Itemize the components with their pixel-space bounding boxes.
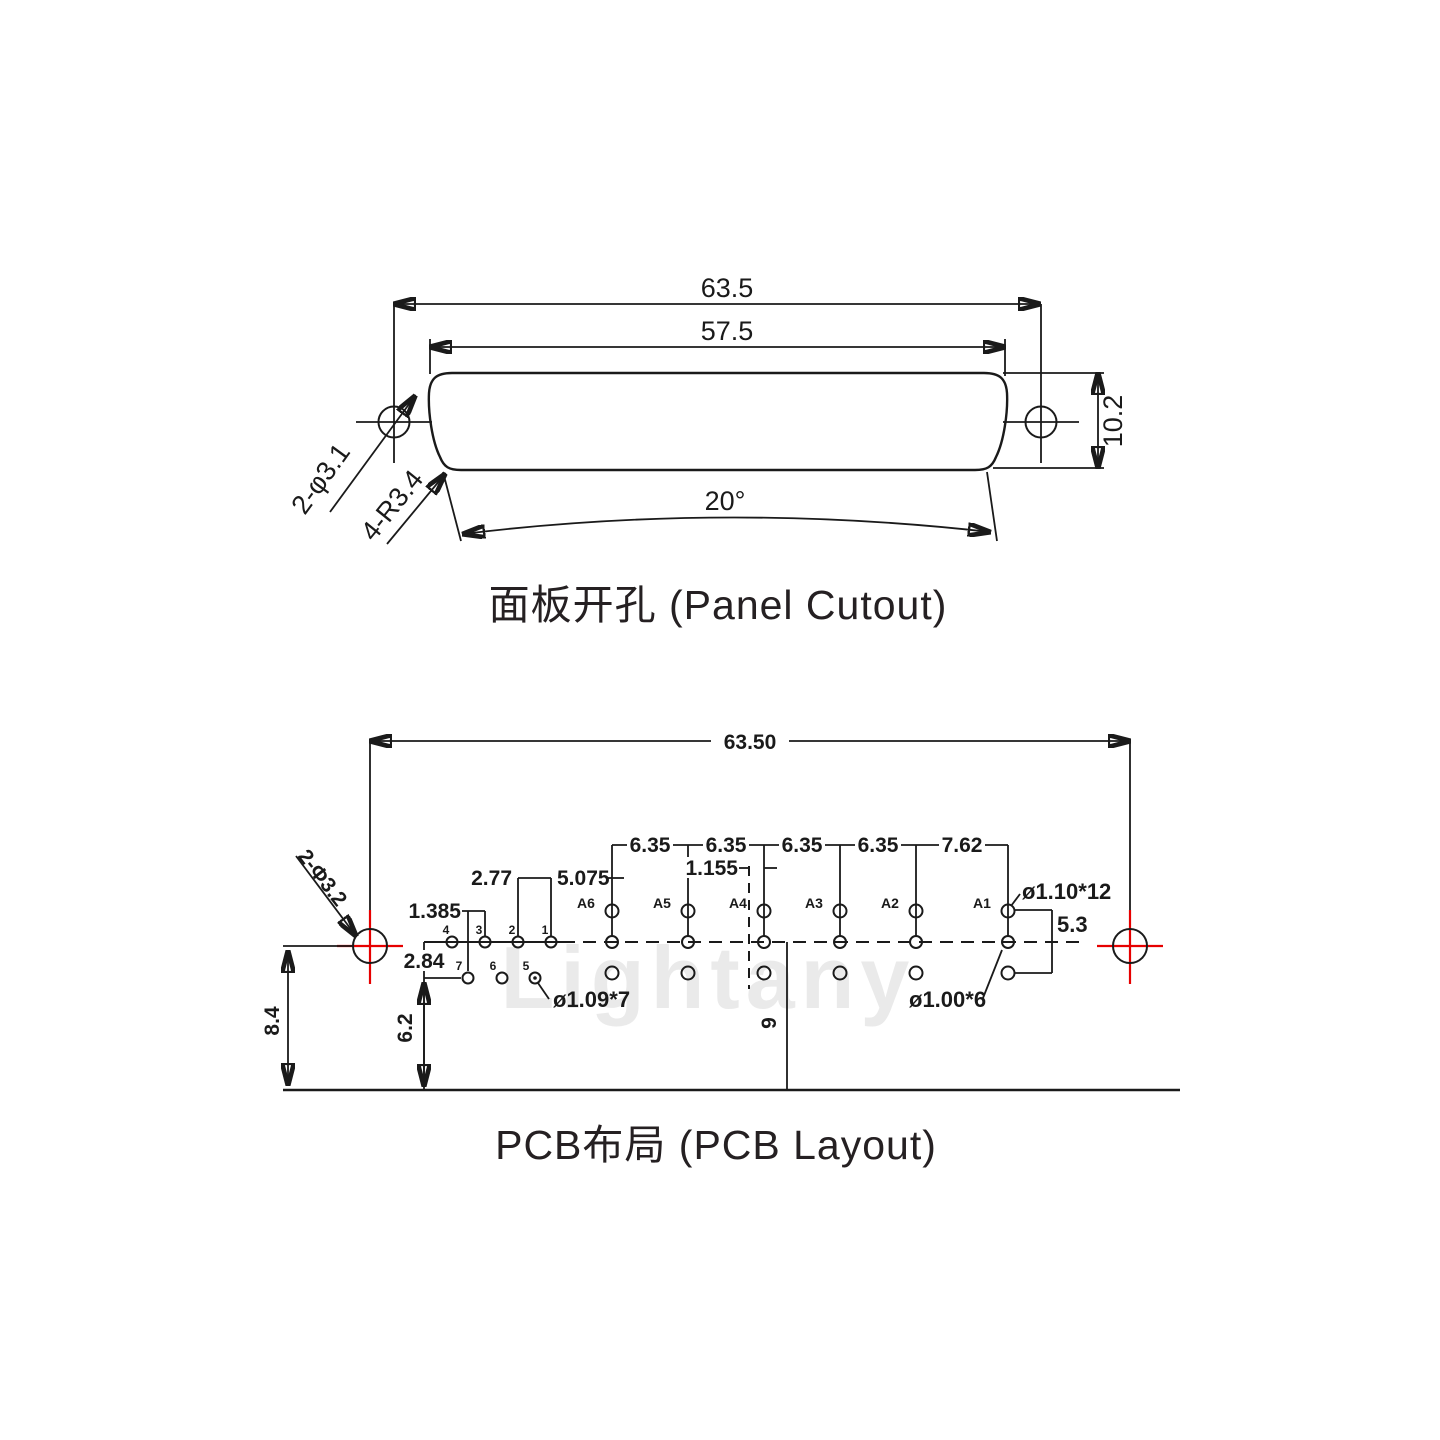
pcb-hole-right — [1097, 910, 1163, 984]
pcb-layout-view: Lightany 63.50 2-Φ3.2 — [261, 730, 1180, 1168]
dim-half-pitch: 1.385 — [408, 900, 486, 971]
callout-corner-radius: 4-R3.4 — [355, 464, 445, 546]
dim-height: 10.2 — [993, 373, 1128, 468]
dim-a-pitch-3: 6.35 — [782, 834, 823, 857]
mounting-hole-left-circle — [377, 405, 411, 439]
a6-bottom-pin — [604, 965, 620, 981]
pin-6 — [495, 971, 509, 985]
dim-row-spacing: 2.84 6.2 — [394, 942, 461, 1090]
callout-coax-center-holes-label: ø1.10*12 — [1022, 879, 1111, 904]
dim-centerline-offset: 1.155 — [685, 857, 777, 880]
callout-coax-ground-holes: ø1.00*6 — [909, 949, 1003, 1012]
a5-bottom-pin — [680, 965, 696, 981]
dim-pcb-width-value: 63.50 — [724, 731, 777, 754]
a6-label: A6 — [577, 895, 595, 911]
mounting-hole-left — [356, 304, 432, 463]
dim-a2-a1-pitch: 7.62 — [942, 834, 983, 857]
dim-a-pitch-4: 6.35 — [858, 834, 899, 857]
dim-outer-width: 63.5 — [394, 273, 1040, 304]
pin-7 — [461, 971, 475, 985]
pin-5-label: 5 — [523, 959, 530, 973]
dim-centerline-offset-value: 1.155 — [685, 857, 738, 880]
dim-pin1-to-a6-value: 5.075 — [557, 867, 610, 890]
a3-label: A3 — [805, 895, 823, 911]
pcb-layout-title: PCB布局 (PCB Layout) — [495, 1122, 937, 1168]
pin-4-label: 4 — [443, 923, 450, 937]
pin-6-label: 6 — [490, 959, 497, 973]
callout-signal-holes-label: ø1.09*7 — [553, 987, 630, 1012]
dim-edge-to-hole-value: 8.4 — [261, 1006, 284, 1036]
pin-3-label: 3 — [476, 923, 483, 937]
pcb-hole-right-circle — [1112, 928, 1148, 964]
a2-top-pin — [908, 903, 924, 919]
dim-angle-value: 20° — [705, 486, 746, 516]
a3-center-pin — [833, 935, 847, 949]
dim-a-pitch-2: 6.35 — [706, 834, 747, 857]
pin-3 — [478, 935, 492, 949]
mounting-hole-right — [1003, 304, 1079, 463]
watermark: Lightany — [501, 928, 916, 1027]
panel-cutout-view: 63.5 57.5 10.2 — [285, 273, 1128, 628]
panel-cutout-title: 面板开孔 (Panel Cutout) — [489, 582, 948, 628]
dim-inner-width-value: 57.5 — [701, 316, 754, 346]
dim-edge-to-centerline: 9 — [758, 942, 788, 1090]
a2-label: A2 — [881, 895, 899, 911]
pin-4 — [445, 935, 459, 949]
dim-a-column-span-value: 5.3 — [1057, 912, 1088, 937]
dim-half-pitch-value: 1.385 — [408, 900, 461, 923]
a1-top-pin — [1000, 903, 1016, 919]
a1-bottom-pin — [1000, 965, 1016, 981]
a4-top-pin — [756, 903, 772, 919]
a5-center-pin — [681, 935, 695, 949]
a4-label: A4 — [729, 895, 747, 911]
callout-signal-holes: ø1.09*7 — [537, 982, 630, 1012]
dim-edge-to-centerline-value: 9 — [758, 1017, 781, 1029]
a5-top-pin — [680, 903, 696, 919]
a1-label: A1 — [973, 895, 991, 911]
dim-outer-width-value: 63.5 — [701, 273, 754, 303]
dim-a-pitch-1: 6.35 — [630, 834, 671, 857]
dim-angle: 20° — [442, 471, 998, 542]
pin-2 — [511, 935, 525, 949]
pin-5-center-dot — [533, 976, 537, 980]
signal-pins-lower-row: 7 6 5 — [456, 959, 542, 985]
mounting-hole-right-circle — [1024, 405, 1058, 439]
coax-pin-columns: A6 A5 A4 A3 A2 A1 — [577, 895, 1016, 981]
a6-top-pin — [604, 903, 620, 919]
pin-7-label: 7 — [456, 959, 463, 973]
pcb-hole-left — [337, 910, 403, 984]
pin-1 — [544, 935, 558, 949]
pin-1-label: 1 — [542, 923, 549, 937]
a1-center-pin — [1001, 935, 1015, 949]
dim-inner-width: 57.5 — [430, 316, 1005, 376]
a2-center-pin — [909, 935, 923, 949]
a4-bottom-pin — [756, 965, 772, 981]
dim-height-value: 10.2 — [1098, 395, 1128, 448]
callout-pcb-holes-label: 2-Φ3.2 — [293, 845, 351, 910]
pin-5 — [528, 971, 542, 985]
callout-coax-center-holes: ø1.10*12 — [1010, 879, 1111, 907]
a2-bottom-pin — [908, 965, 924, 981]
callout-panel-holes-label: 2-φ3.1 — [285, 438, 356, 520]
dim-edge-to-hole: 8.4 — [261, 945, 352, 1085]
dim-edge-to-lower-row-value: 6.2 — [394, 1013, 417, 1042]
callout-coax-ground-holes-label: ø1.00*6 — [909, 987, 986, 1012]
dim-a-column-span: 5.3 — [1015, 909, 1088, 974]
dim-a-pitches: 6.35 6.35 6.35 6.35 7.62 — [611, 834, 1009, 936]
pin-2-label: 2 — [509, 923, 516, 937]
dim-row-spacing-value: 2.84 — [404, 950, 445, 973]
a3-top-pin — [832, 903, 848, 919]
a6-center-pin — [605, 935, 619, 949]
signal-pins-upper-row: 4 3 2 1 — [443, 923, 558, 949]
cutout-shape — [427, 371, 1009, 472]
a4-center-pin — [757, 935, 771, 949]
dim-pin-pitch: 2.77 5.075 — [471, 867, 624, 937]
a3-bottom-pin — [832, 965, 848, 981]
dim-pcb-width: 63.50 — [370, 730, 1130, 912]
dim-pin-pitch-value: 2.77 — [471, 867, 512, 890]
pcb-hole-left-circle — [352, 928, 388, 964]
a5-label: A5 — [653, 895, 671, 911]
callout-pcb-holes: 2-Φ3.2 — [293, 845, 356, 936]
